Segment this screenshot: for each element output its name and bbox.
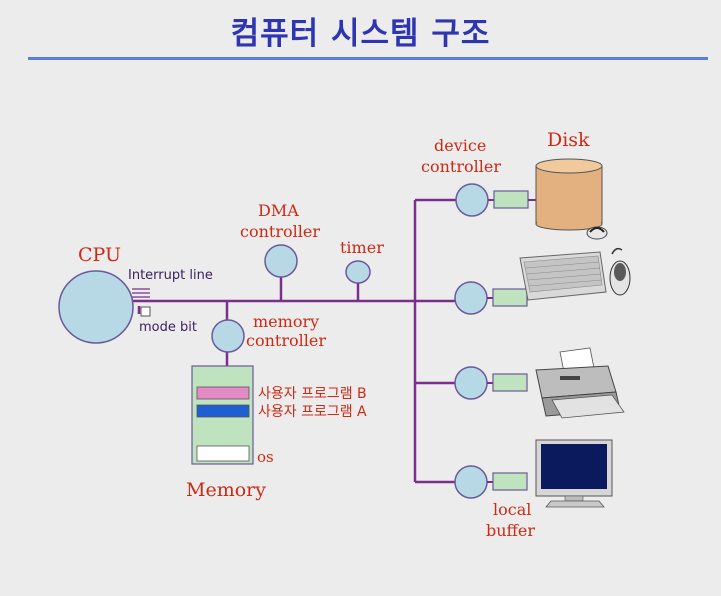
device-controller-label-line1: device bbox=[434, 136, 486, 155]
interrupt-lines bbox=[132, 288, 150, 298]
cpu-circle bbox=[58, 270, 134, 344]
keyboard-mouse-icon bbox=[519, 226, 631, 301]
keyboard-device-controller bbox=[454, 281, 528, 315]
local-buffer-label-line2: buffer bbox=[486, 521, 535, 540]
memory-label: Memory bbox=[186, 479, 266, 501]
os-segment bbox=[196, 445, 250, 462]
local-buffer-label-line1: local bbox=[493, 500, 531, 519]
printer-icon bbox=[535, 347, 625, 419]
os-label: os bbox=[257, 448, 274, 466]
user-program-a-segment bbox=[196, 404, 250, 418]
monitor-icon bbox=[535, 439, 613, 508]
cpu-label: CPU bbox=[78, 244, 121, 266]
memory-controller-circle bbox=[211, 319, 245, 353]
timer-label: timer bbox=[340, 238, 384, 257]
mode-bit-box bbox=[140, 306, 151, 317]
memctl-label-line1: memory bbox=[253, 312, 319, 331]
slide-title: 컴퓨터 시스템 구조 bbox=[230, 16, 491, 52]
mode-bit-label: mode bit bbox=[139, 320, 197, 335]
memctl-label-line2: controller bbox=[246, 331, 326, 350]
disk-label: Disk bbox=[547, 129, 590, 151]
user-program-a-label: 사용자 프로그램 A bbox=[258, 404, 367, 420]
title-divider bbox=[28, 57, 708, 60]
user-program-b-segment bbox=[196, 386, 250, 400]
user-program-b-label: 사용자 프로그램 B bbox=[258, 386, 367, 402]
system-bus bbox=[128, 198, 456, 484]
disk-device-controller bbox=[455, 183, 536, 217]
timer-circle bbox=[345, 260, 371, 284]
dma-label-line1: DMA bbox=[258, 201, 299, 220]
device-controller-label-line2: controller bbox=[421, 157, 501, 176]
interrupt-line-label: Interrupt line bbox=[128, 268, 213, 283]
printer-device-controller bbox=[454, 366, 528, 400]
dma-label-line2: controller bbox=[240, 222, 320, 241]
disk-icon bbox=[535, 158, 603, 231]
dma-controller-circle bbox=[264, 244, 298, 278]
monitor-device-controller bbox=[454, 465, 528, 499]
